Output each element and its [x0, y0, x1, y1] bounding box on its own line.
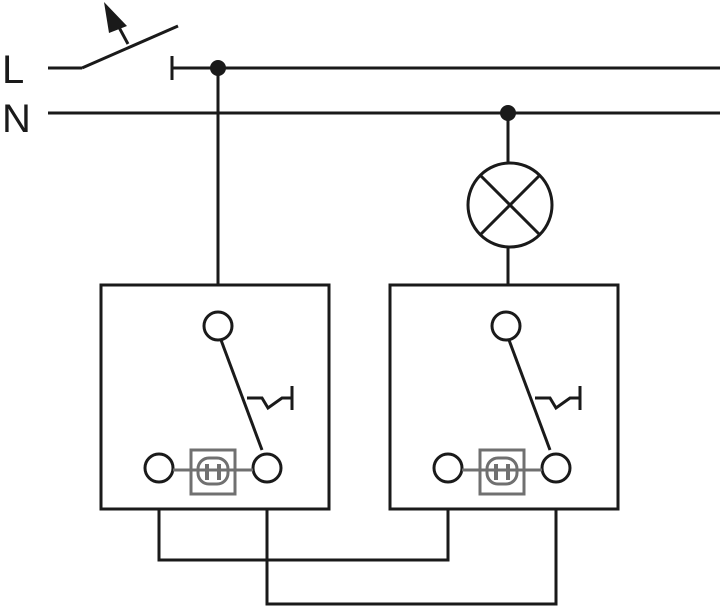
switch-left-terminal-2 — [251, 452, 283, 484]
neutral-label: N — [2, 97, 31, 141]
switch-right-terminal-2 — [540, 452, 572, 484]
live-label: L — [2, 48, 24, 92]
switch-symbol-icon — [247, 386, 294, 411]
switch-right-terminal-1 — [432, 452, 464, 484]
switch-left-blade — [219, 339, 264, 451]
main-switch — [48, 2, 179, 80]
switch-symbol-icon — [535, 386, 582, 411]
indicator-icon — [478, 448, 526, 496]
switch-left-terminal-1 — [143, 452, 175, 484]
switch-right-top-terminal — [490, 310, 522, 342]
switch-left — [99, 283, 331, 511]
switch-right — [388, 283, 620, 511]
traveller-wire-1 — [157, 509, 450, 562]
indicator-icon — [189, 448, 237, 496]
traveller-wire-2 — [265, 509, 558, 606]
switch-right-blade — [507, 339, 552, 451]
switch-left-top-terminal — [202, 310, 234, 342]
lamp-icon — [466, 161, 554, 249]
switch-blade — [81, 24, 179, 70]
arrow-icon — [104, 2, 127, 33]
